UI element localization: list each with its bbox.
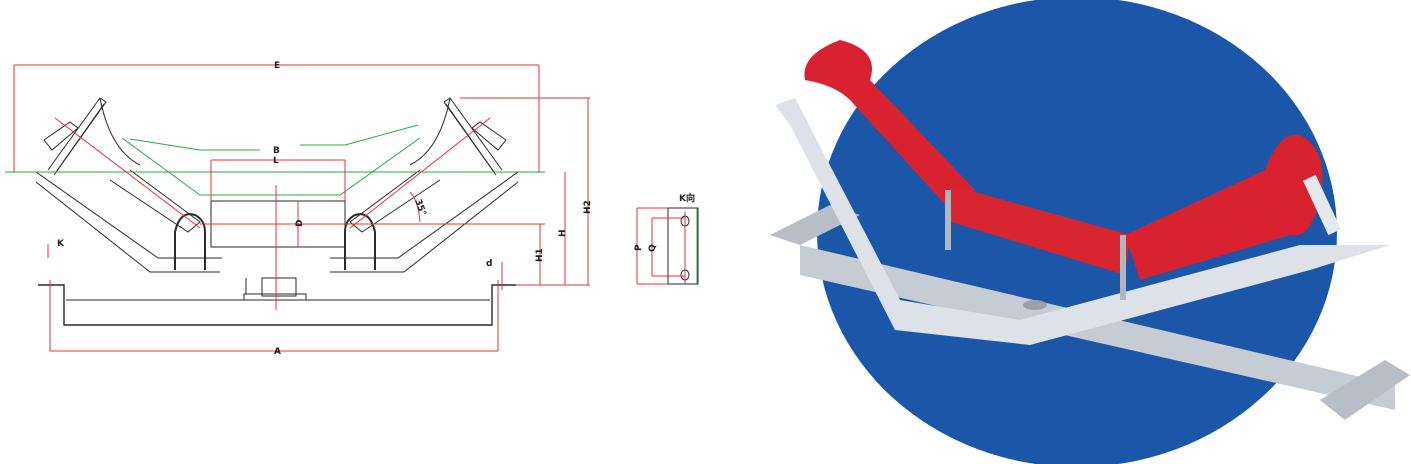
roller-left bbox=[804, 40, 975, 210]
roller-right bbox=[1125, 134, 1323, 280]
dim-label-a: A bbox=[274, 347, 281, 357]
dim-label-h2: H2 bbox=[583, 200, 593, 214]
view-label-k: K bbox=[57, 239, 65, 249]
roller-middle bbox=[945, 185, 1130, 275]
angle-label: 35° bbox=[412, 198, 427, 217]
dim-label-p: P bbox=[634, 244, 644, 251]
v-frame bbox=[775, 98, 1390, 345]
dim-label-q: Q bbox=[648, 244, 658, 252]
pivot bbox=[1023, 300, 1047, 310]
dim-label-h: H bbox=[558, 229, 568, 237]
dim-label-l: L bbox=[273, 156, 279, 166]
dim-label-d-diameter: D bbox=[295, 220, 305, 227]
technical-drawing: E B L D A H H1 H2 d K 35° P Q K向 bbox=[5, 61, 699, 357]
dim-label-d-hole: d bbox=[486, 259, 492, 269]
base-beam bbox=[800, 245, 1395, 410]
product-photo bbox=[770, 0, 1410, 464]
dim-label-e: E bbox=[274, 61, 280, 71]
dim-label-h1: H1 bbox=[535, 248, 545, 262]
dim-label-b: B bbox=[273, 146, 280, 156]
k-view-title: K向 bbox=[679, 192, 695, 204]
